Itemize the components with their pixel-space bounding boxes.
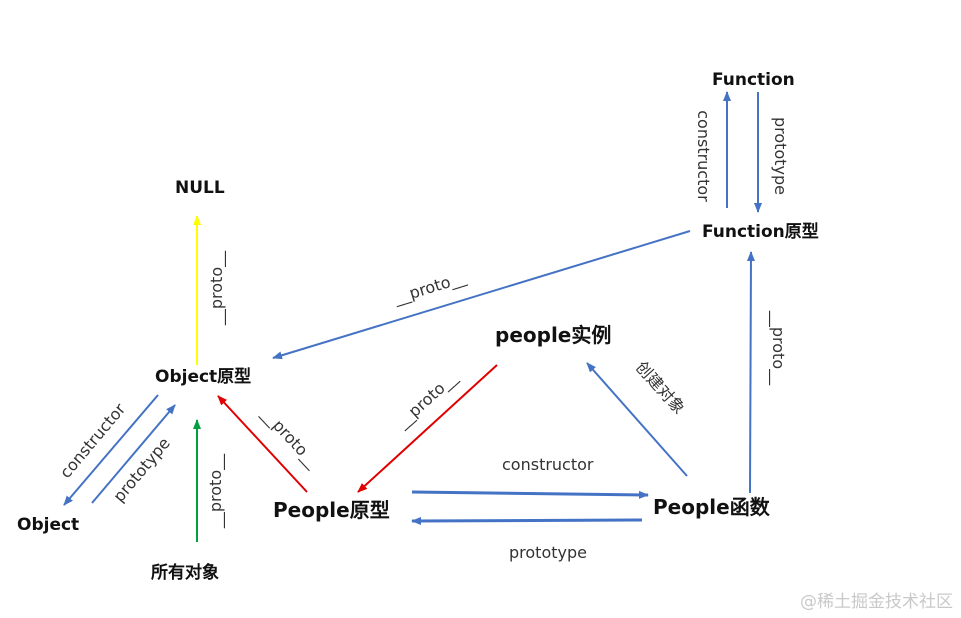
- arrow-objproto-to-object-constructor: [63, 394, 159, 506]
- node-null: NULL: [175, 178, 225, 198]
- watermark: @稀土掘金技术社区: [800, 592, 953, 612]
- node-people-function: People函数: [653, 495, 770, 519]
- node-people-prototype: People原型: [273, 498, 390, 522]
- node-function-prototype: Function原型: [702, 222, 819, 242]
- label-function-constructor: constructor: [694, 110, 713, 202]
- node-all-objects: 所有对象: [151, 563, 219, 583]
- arrow-object-to-objproto-prototype: [91, 404, 176, 504]
- label-people-constructor: constructor: [502, 455, 594, 474]
- arrow-fnproto-to-objproto: [272, 230, 691, 360]
- arrow-peopleproto-to-peoplefunc-constructor: [411, 490, 649, 499]
- arrow-peoplefunc-to-instance: [586, 362, 688, 477]
- node-function: Function: [712, 70, 795, 90]
- label-function-prototype: prototype: [771, 117, 790, 195]
- node-people-instance: people实例: [495, 323, 612, 347]
- arrow-peoplefunc-to-fnproto: [746, 251, 755, 494]
- node-object-prototype: Object原型: [155, 367, 252, 387]
- arrow-peoplefunc-to-peopleproto-prototype: [411, 516, 643, 525]
- node-object: Object: [17, 515, 80, 535]
- label-objproto-to-null: __proto__: [207, 250, 226, 326]
- label-people-prototype: prototype: [509, 543, 587, 562]
- arrow-instance-to-peopleproto: [357, 364, 498, 493]
- label-allobjects-to-objproto: __proto__: [206, 453, 225, 529]
- arrow-peopleproto-to-objproto: [217, 395, 308, 493]
- label-peoplefunc-to-fnproto: __proto__: [769, 310, 788, 386]
